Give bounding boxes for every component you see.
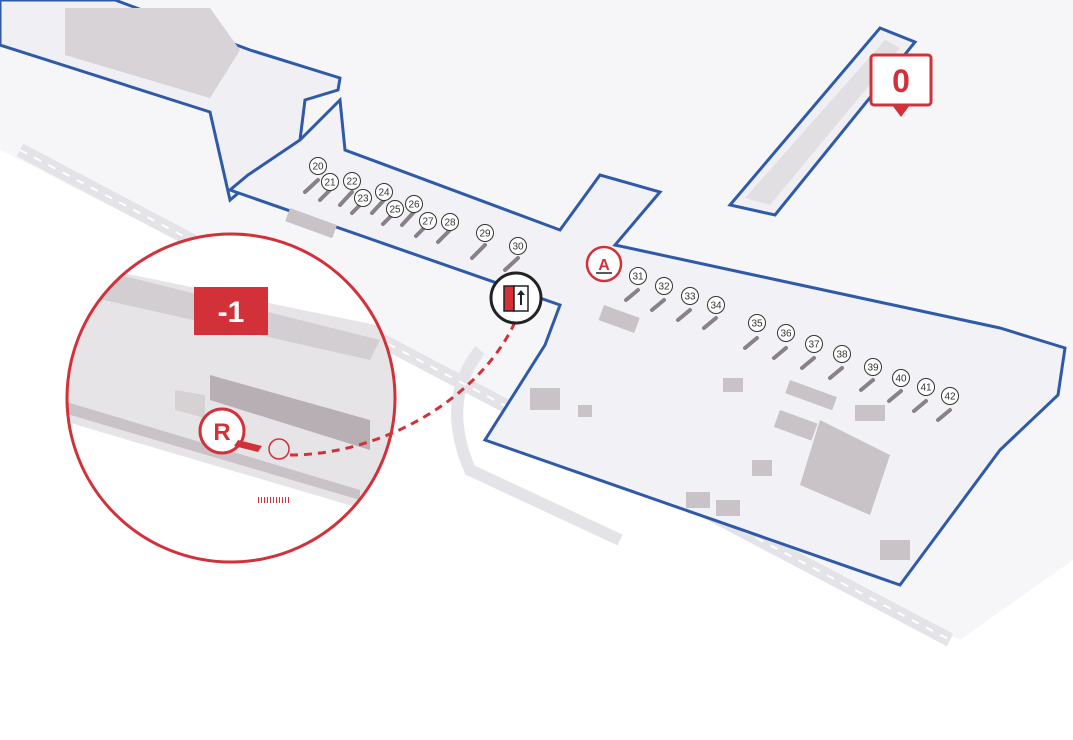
gate-marker-37[interactable]: 37 (805, 335, 823, 353)
gate-number: 20 (312, 162, 324, 173)
gate-circle (629, 267, 647, 285)
gate-number: 38 (836, 350, 848, 361)
gate-circle (309, 157, 327, 175)
gate-marker-41[interactable]: 41 (917, 378, 935, 396)
gate-number: 34 (710, 301, 722, 312)
route-marker-label: R (213, 419, 230, 446)
gate-marker-20[interactable]: 20 (309, 157, 327, 175)
gate-marker-34[interactable]: 34 (707, 296, 725, 314)
route-path (289, 319, 518, 457)
route-marker[interactable]: R (198, 407, 290, 460)
gate-number: 23 (357, 194, 369, 205)
gate-marker-32[interactable]: 32 (655, 277, 673, 295)
concourse-structures (285, 208, 910, 560)
gate-circle (375, 183, 393, 201)
gate-marker-39[interactable]: 39 (864, 358, 882, 376)
gate-marker-22[interactable]: 22 (343, 172, 361, 190)
current-floor-label: 0 (892, 63, 910, 99)
gate-circle (509, 237, 527, 255)
gate-number: 39 (867, 363, 879, 374)
elevator-up-icon[interactable] (489, 271, 543, 325)
gate-number: 21 (324, 178, 336, 189)
gate-number: 31 (632, 272, 644, 283)
gate-circle (748, 314, 766, 332)
gate-number: 26 (408, 200, 420, 211)
zone-a-marker[interactable]: A (585, 245, 623, 283)
gate-number: 22 (346, 177, 358, 188)
gate-marker-23[interactable]: 23 (354, 189, 372, 207)
gate-circle (419, 212, 437, 230)
gate-number: 27 (422, 217, 434, 228)
gate-circle (321, 173, 339, 191)
gate-circle (655, 277, 673, 295)
gate-circle (864, 358, 882, 376)
gate-marker-40[interactable]: 40 (892, 369, 910, 387)
gate-marker-25[interactable]: 25 (386, 200, 404, 218)
gate-circle (343, 172, 361, 190)
gate-marker-30[interactable]: 30 (509, 237, 527, 255)
gate-number: 33 (684, 292, 696, 303)
gate-circle (441, 213, 459, 231)
gate-circle (917, 378, 935, 396)
gate-marker-26[interactable]: 26 (405, 195, 423, 213)
east-pier-roof (745, 40, 900, 205)
gate-marker-33[interactable]: 33 (681, 287, 699, 305)
gate-number: 25 (389, 205, 401, 216)
gate-circle (707, 296, 725, 314)
gate-marker-42[interactable]: 42 (941, 387, 959, 405)
gate-circle (833, 345, 851, 363)
gate-number: 29 (479, 229, 491, 240)
gate-circle (405, 195, 423, 213)
gate-number: 35 (751, 319, 763, 330)
gate-number: 37 (808, 340, 820, 351)
zone-a-label: A (598, 257, 610, 274)
inset-floor-badge[interactable]: -1 (194, 287, 268, 335)
road (16, 143, 954, 647)
gate-circle (681, 287, 699, 305)
gate-circle (777, 324, 795, 342)
gate-number: 32 (658, 282, 670, 293)
north-building-roof (65, 8, 240, 98)
gate-marker-29[interactable]: 29 (476, 224, 494, 242)
gate-marker-24[interactable]: 24 (375, 183, 393, 201)
gate-marker-38[interactable]: 38 (833, 345, 851, 363)
gate-number: 36 (780, 329, 792, 340)
gate-number: 40 (895, 374, 907, 385)
gate-marker-27[interactable]: 27 (419, 212, 437, 230)
gate-circle (892, 369, 910, 387)
gate-marker-35[interactable]: 35 (748, 314, 766, 332)
gate-marker-28[interactable]: 28 (441, 213, 459, 231)
gate-circle (941, 387, 959, 405)
road-access (451, 346, 623, 546)
gate-marker-21[interactable]: 21 (321, 173, 339, 191)
gate-number: 28 (444, 218, 456, 229)
gate-circle (354, 189, 372, 207)
gate-number: 41 (920, 383, 932, 394)
current-floor-badge[interactable]: 0 (869, 53, 933, 117)
gate-circle (476, 224, 494, 242)
gate-number: 42 (944, 392, 956, 403)
gate-number: 30 (512, 242, 524, 253)
gate-number: 24 (378, 188, 390, 199)
inset-frame (65, 232, 397, 564)
inset-floor-label: -1 (218, 296, 245, 329)
gate-marker-36[interactable]: 36 (777, 324, 795, 342)
gate-circle (386, 200, 404, 218)
gate-circle (805, 335, 823, 353)
gate-marker-31[interactable]: 31 (629, 267, 647, 285)
